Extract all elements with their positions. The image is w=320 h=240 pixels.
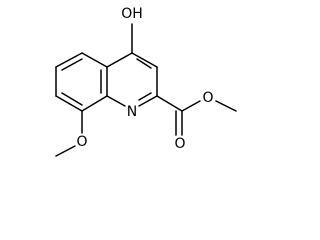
bond: [215, 100, 237, 112]
double-bond-inner: [61, 92, 83, 106]
carbonyl-oxygen-label: O: [174, 136, 185, 152]
bond: [156, 95, 183, 112]
ester-oxygen-label: O: [202, 90, 213, 106]
bond: [81, 52, 108, 68]
ring-nitrogen-label: N: [127, 104, 137, 120]
methoxy-oxygen-label: O: [76, 134, 87, 150]
bond: [138, 95, 158, 107]
bond: [55, 95, 83, 112]
double-bond-inner: [136, 58, 152, 69]
methoxy-group: [55, 110, 83, 157]
bond: [181, 100, 201, 112]
bond: [106, 52, 133, 68]
benzene-ring: [55, 52, 108, 112]
bond: [55, 52, 83, 68]
bond: [131, 52, 158, 68]
methyl-ester-group: [156, 95, 237, 136]
bond: [106, 95, 126, 107]
hydroxyl-label: OH: [121, 6, 143, 22]
pyridine-ring: [106, 52, 158, 107]
molecule-structure: OH N O O O: [55, 6, 237, 157]
double-bond-inner: [61, 58, 83, 71]
double-bond-inner: [138, 92, 152, 101]
bond: [55, 145, 76, 157]
bond: [81, 95, 108, 112]
